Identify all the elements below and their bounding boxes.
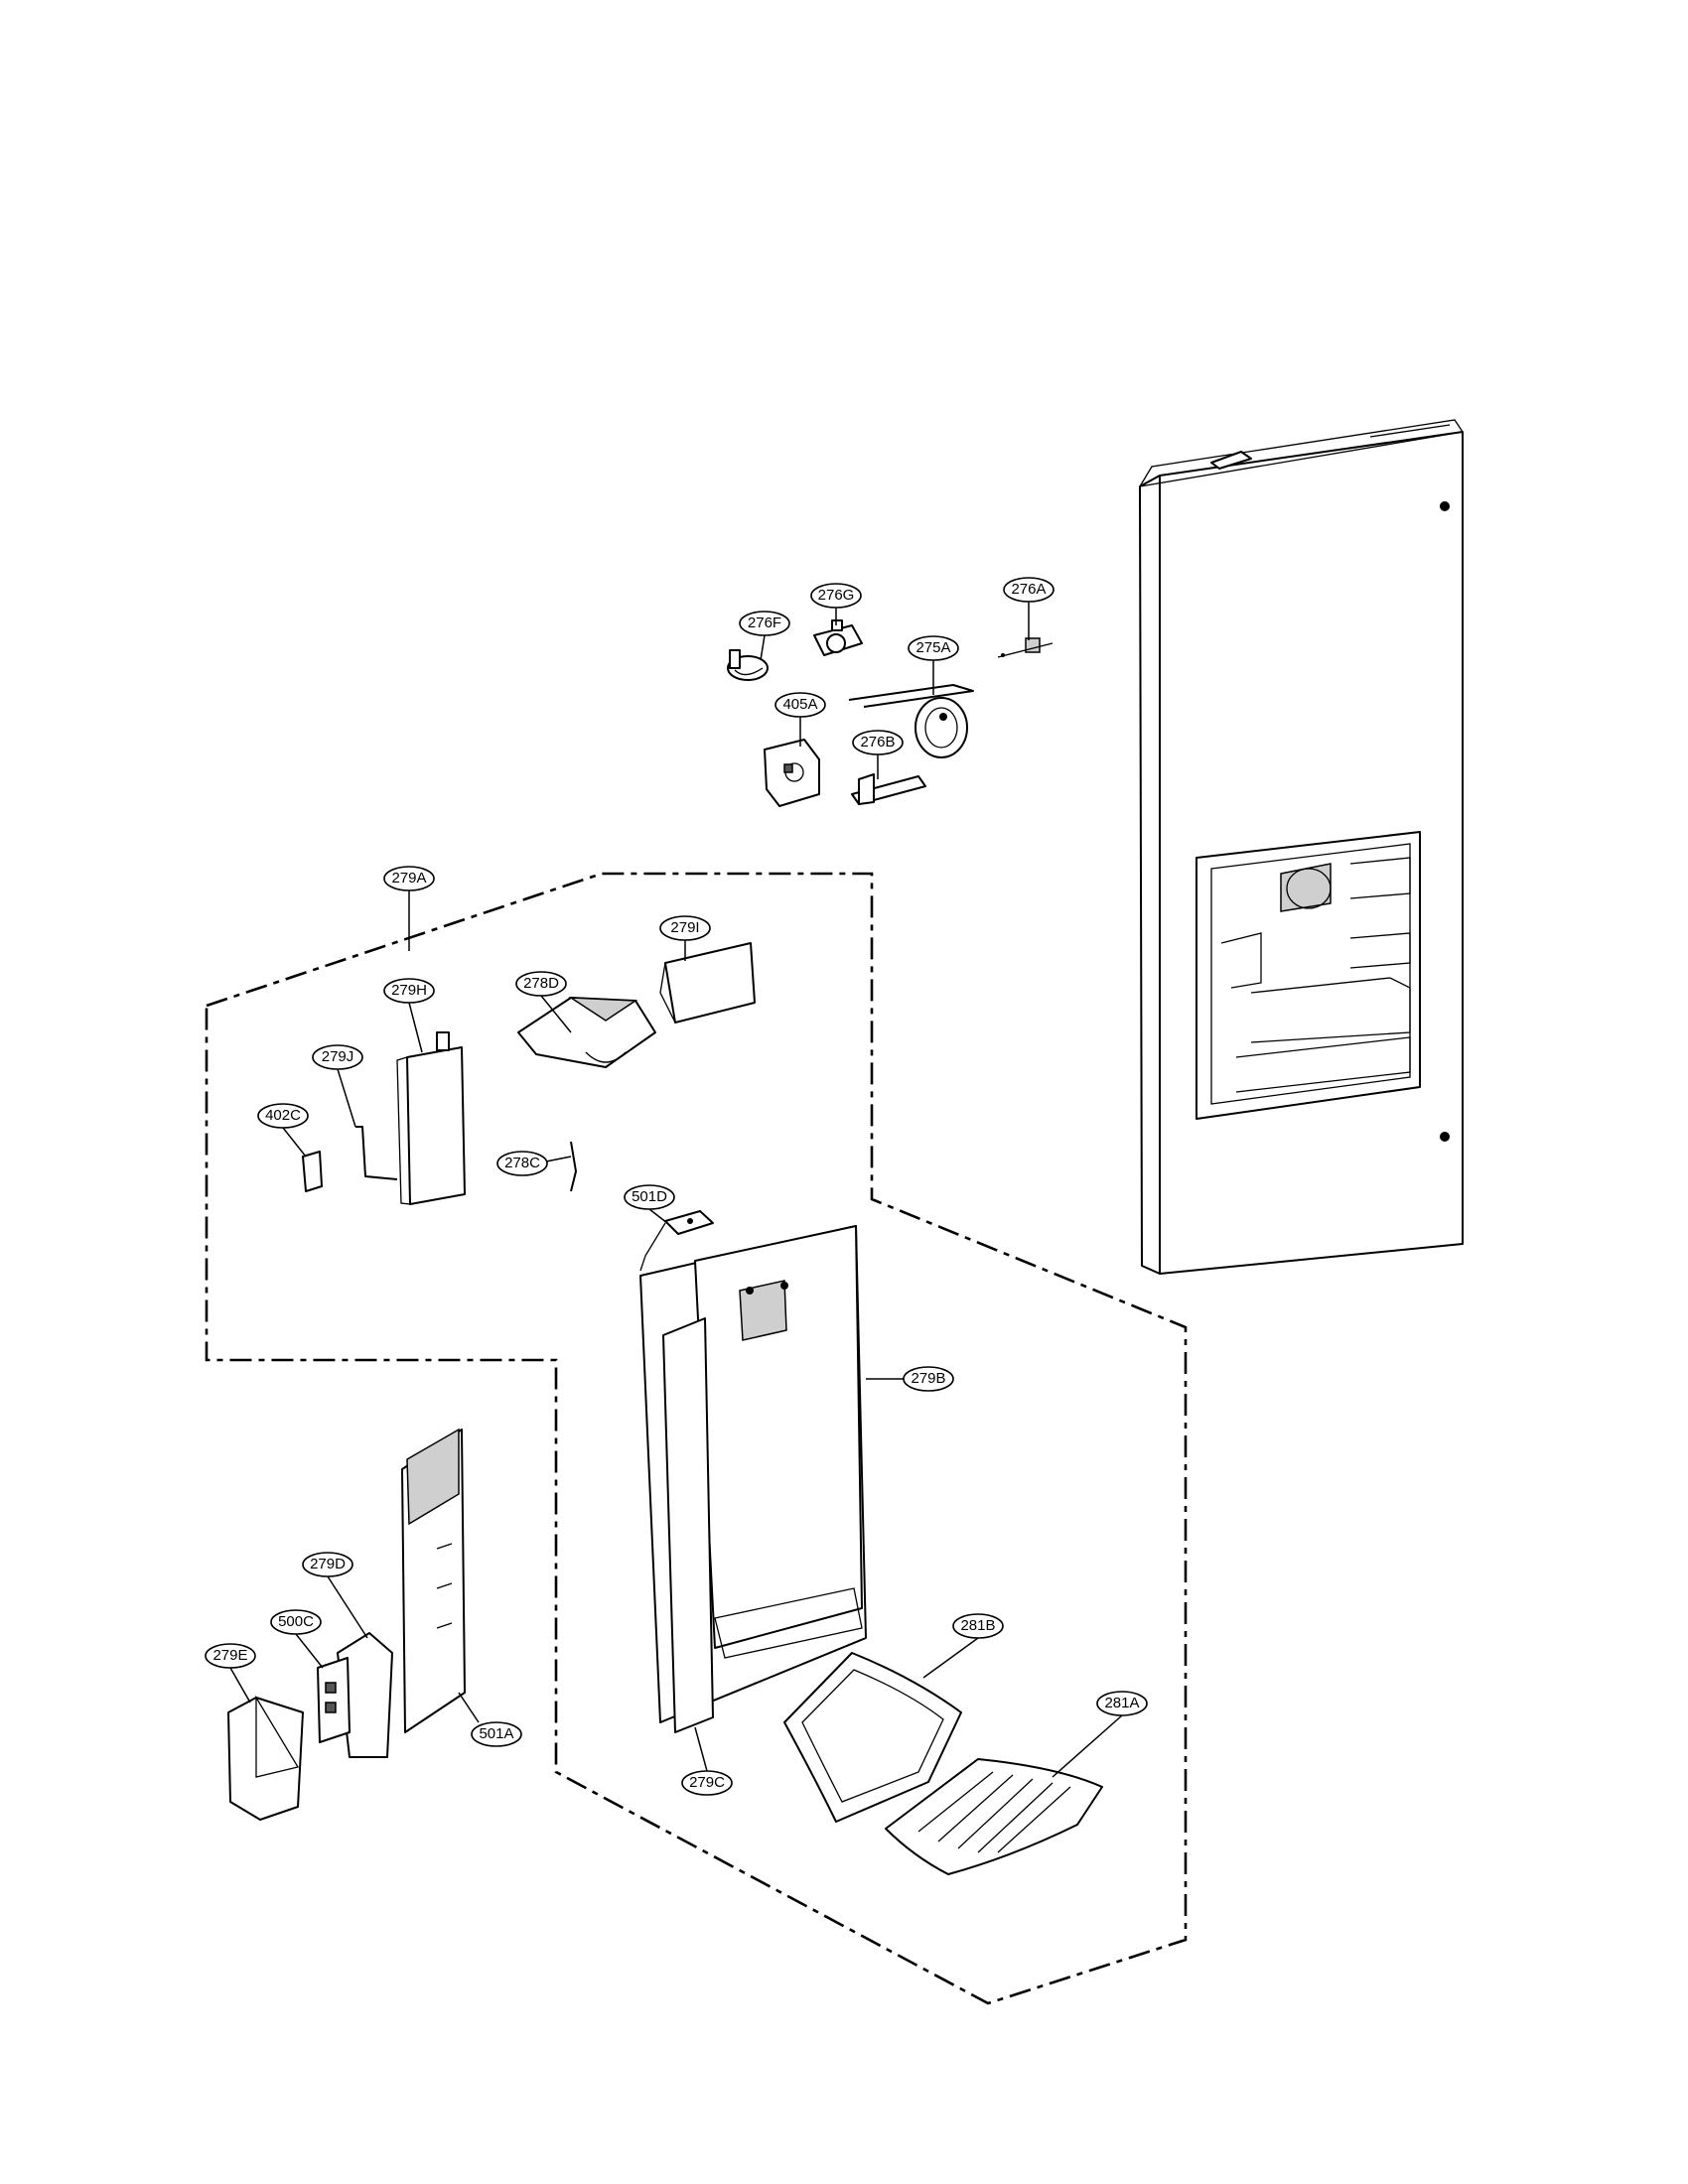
svg-text:276F: 276F <box>748 614 781 631</box>
callout-278C: 278C <box>496 1151 572 1176</box>
callout-279C: 279C <box>681 1726 733 1796</box>
svg-text:278D: 278D <box>523 975 559 992</box>
callout-402C: 402C <box>257 1103 309 1158</box>
part-276F <box>727 649 769 681</box>
svg-text:279A: 279A <box>391 870 426 887</box>
callout-279A: 279A <box>383 866 435 951</box>
part-279J <box>355 1126 398 1180</box>
callout-501A: 501A <box>458 1692 522 1747</box>
part-279D <box>337 1632 393 1758</box>
svg-text:501A: 501A <box>479 1725 513 1742</box>
callout-276F: 276F <box>739 611 790 661</box>
svg-text:276B: 276B <box>860 734 895 751</box>
callout-279B: 279B <box>866 1366 954 1392</box>
part-500C <box>317 1657 351 1743</box>
svg-text:278C: 278C <box>504 1155 540 1171</box>
callout-279D: 279D <box>302 1552 368 1639</box>
part-405A <box>764 739 820 807</box>
svg-text:279D: 279D <box>310 1556 346 1572</box>
svg-text:402C: 402C <box>265 1107 301 1124</box>
part-281A <box>885 1758 1103 1875</box>
part-501D <box>639 1210 714 1272</box>
part-276B <box>851 773 926 805</box>
svg-text:279E: 279E <box>212 1647 247 1664</box>
callout-279I: 279I <box>659 915 711 961</box>
part-279I <box>659 942 756 1024</box>
callout-501D: 501D <box>624 1184 675 1224</box>
svg-text:279H: 279H <box>391 982 427 999</box>
callout-405A: 405A <box>774 692 826 747</box>
part-501A <box>401 1428 466 1733</box>
part-275A <box>848 684 974 758</box>
svg-text:405A: 405A <box>782 696 817 713</box>
callout-279J: 279J <box>312 1044 363 1128</box>
part-278C <box>570 1141 577 1192</box>
part-278D <box>517 997 656 1068</box>
svg-text:279J: 279J <box>322 1048 354 1065</box>
svg-text:279I: 279I <box>670 919 699 936</box>
callout-279E: 279E <box>205 1643 256 1704</box>
callout-281B: 281B <box>922 1613 1004 1679</box>
part-276G <box>813 619 863 656</box>
callout-281A: 281A <box>1052 1691 1148 1778</box>
callout-500C: 500C <box>270 1609 324 1669</box>
svg-text:281B: 281B <box>960 1617 995 1634</box>
part-402C <box>302 1151 323 1192</box>
part-279E <box>227 1695 304 1821</box>
part-281B <box>783 1652 962 1823</box>
part-279H <box>396 1031 466 1205</box>
part-276A <box>997 637 1054 658</box>
callout-276B: 276B <box>852 730 904 779</box>
svg-text:275A: 275A <box>915 639 950 656</box>
callout-275A: 275A <box>908 635 959 695</box>
door-panel <box>1138 419 1465 1275</box>
group-279A-border <box>205 872 1188 2005</box>
callout-276G: 276G <box>810 583 862 625</box>
callout-279H: 279H <box>383 978 435 1053</box>
part-279C <box>662 1317 714 1733</box>
callout-276A: 276A <box>1003 577 1055 640</box>
svg-text:279B: 279B <box>911 1370 945 1387</box>
svg-text:276G: 276G <box>818 587 855 604</box>
svg-text:500C: 500C <box>278 1613 314 1630</box>
svg-text:279C: 279C <box>689 1774 725 1791</box>
svg-text:276A: 276A <box>1011 581 1046 598</box>
callout-278D: 278D <box>515 971 572 1033</box>
svg-text:501D: 501D <box>632 1188 667 1205</box>
svg-text:281A: 281A <box>1104 1695 1139 1711</box>
